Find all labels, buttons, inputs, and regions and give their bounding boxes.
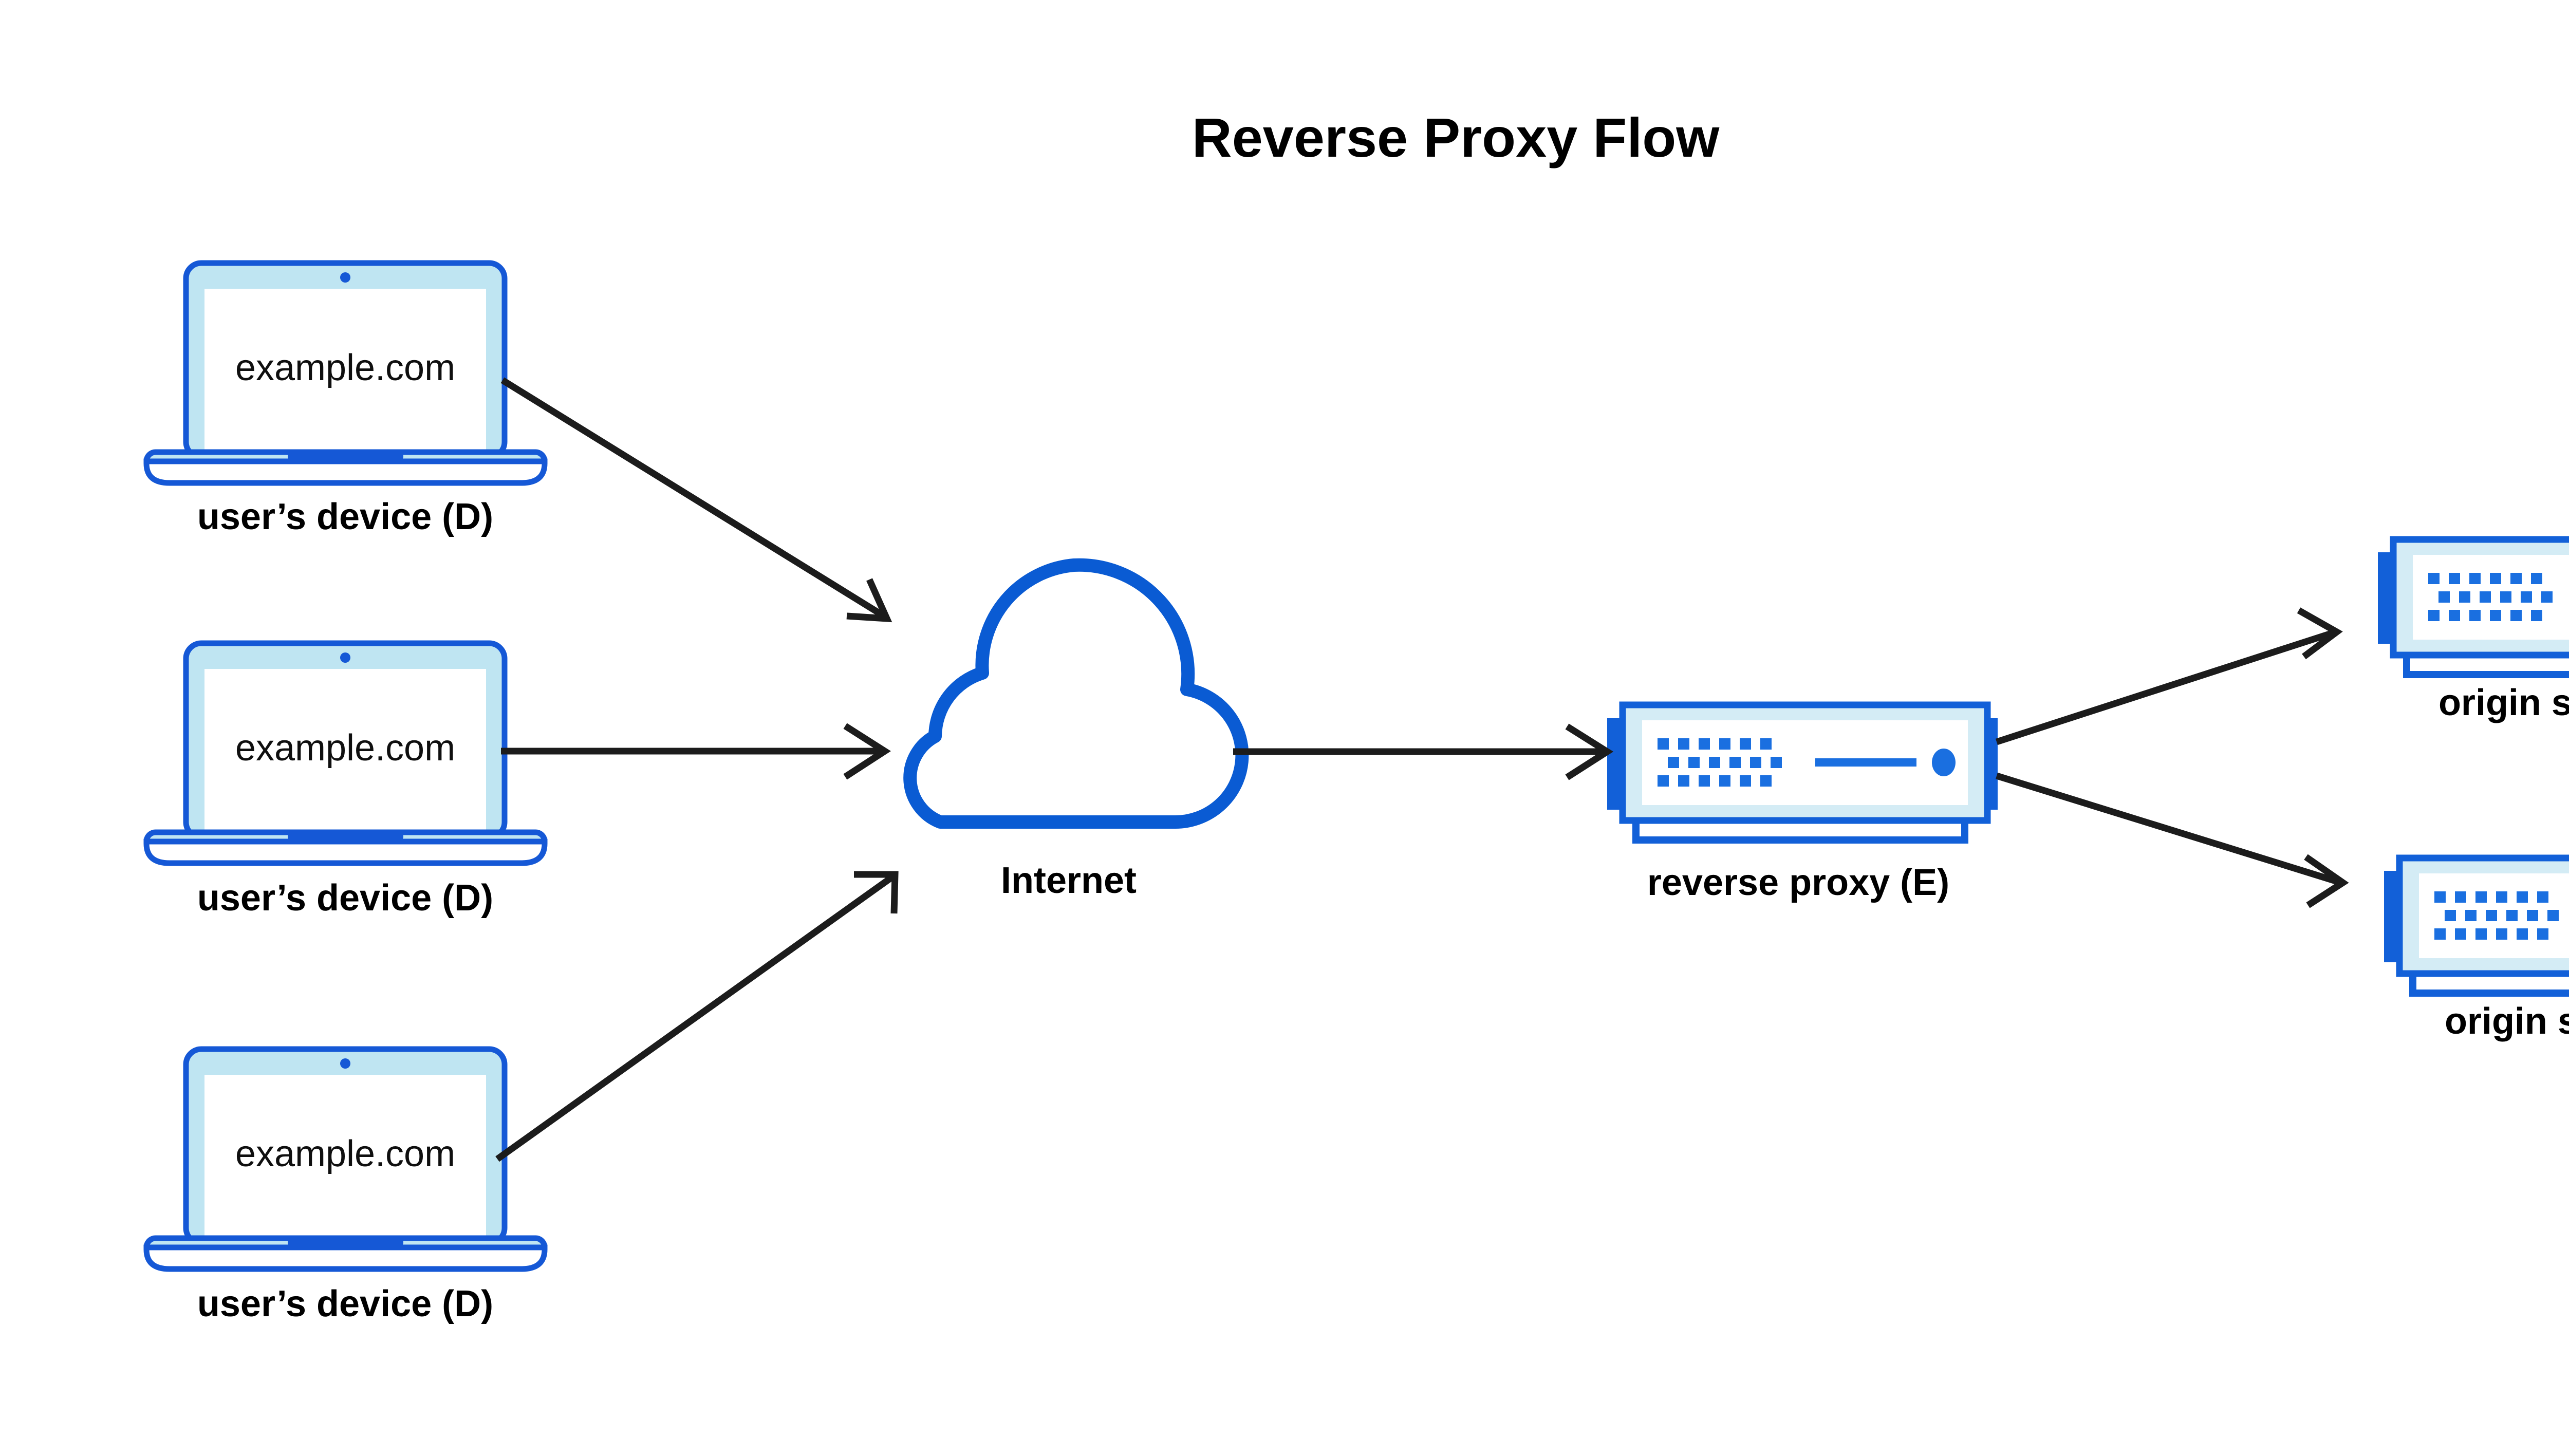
node-user-device-1[interactable]: example.com user’s device (D) [143, 260, 548, 537]
laptop-camera-icon [340, 272, 350, 283]
node-origin-server-1[interactable]: origin server (F) [2378, 536, 2569, 723]
laptop-screen [204, 289, 486, 457]
device-screen-text: example.com [235, 347, 455, 388]
cloud-icon [903, 558, 1249, 829]
server-vent-grid [1658, 738, 1782, 787]
server-icon [2378, 536, 2569, 678]
internet-label: Internet [1001, 860, 1137, 901]
laptop-icon [143, 640, 548, 866]
diagram-title: Reverse Proxy Flow [1192, 106, 1720, 169]
edge-internet-to-reverse-proxy [1233, 723, 1614, 780]
server-power-led-icon [1932, 749, 1956, 776]
server-icon [1607, 701, 1998, 844]
node-user-device-2[interactable]: example.com user’s device (D) [143, 640, 548, 919]
laptop-icon [143, 260, 548, 486]
laptop-screen [204, 669, 486, 837]
laptop-base-lower [143, 838, 548, 866]
origin-server-label: origin server (F) [2438, 682, 2569, 723]
laptop-camera-icon [340, 652, 350, 663]
device-screen-text: example.com [235, 727, 455, 769]
laptop-trackpad-notch [288, 452, 403, 460]
server-vent-grid [2428, 573, 2553, 621]
laptop-base-lower [143, 458, 548, 486]
edge-reverse-proxy-to-origin-2 [1996, 772, 2349, 908]
device-label: user’s device (D) [197, 878, 493, 919]
edge-device2-to-internet [501, 723, 891, 780]
node-reverse-proxy[interactable]: reverse proxy (E) [1607, 701, 1998, 903]
device-screen-text: example.com [235, 1133, 455, 1174]
node-origin-server-2[interactable]: origin server (F) [2384, 854, 2569, 1042]
laptop-trackpad-notch [288, 1238, 403, 1246]
laptop-screen [204, 1075, 486, 1243]
server-vent-grid [2434, 891, 2559, 940]
laptop-trackpad-notch [288, 832, 403, 841]
edge-device1-to-internet [500, 377, 892, 623]
node-user-device-3[interactable]: example.com user’s device (D) [143, 1046, 548, 1324]
server-icon [2384, 854, 2569, 997]
device-label: user’s device (D) [197, 1283, 493, 1324]
edge-reverse-proxy-to-origin-1 [1995, 607, 2343, 745]
laptop-icon [143, 1046, 548, 1272]
edge-device3-to-internet [495, 871, 899, 1162]
node-internet[interactable]: Internet [903, 558, 1249, 901]
laptop-camera-icon [340, 1058, 350, 1069]
device-label: user’s device (D) [197, 496, 493, 537]
laptop-base-lower [143, 1244, 548, 1272]
origin-server-label: origin server (F) [2445, 1001, 2569, 1042]
reverse-proxy-label: reverse proxy (E) [1647, 862, 1949, 903]
